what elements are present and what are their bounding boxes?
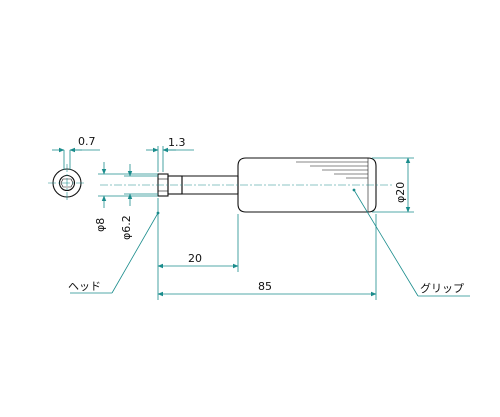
shaft-diameter-label: φ6.2: [120, 215, 133, 240]
head-callout: ヘッド: [68, 280, 101, 293]
length-dimensions: [157, 198, 377, 300]
end-view: [48, 147, 100, 202]
grip-outline: [237, 157, 377, 213]
head-step-label: 1.3: [168, 136, 186, 149]
head-step-dimension: [146, 146, 194, 172]
grip-diameter-label: φ20: [394, 182, 407, 203]
head-diameter-label: φ8: [94, 218, 107, 232]
grip-diameter-dimension: [372, 157, 414, 213]
head-diameter-dimensions: [98, 162, 158, 208]
head-shaft-length-label: 20: [188, 252, 202, 265]
slot-width-label: 0.7: [78, 135, 96, 148]
total-length-label: 85: [258, 280, 272, 293]
grip-callout: グリップ: [420, 281, 464, 295]
leader-lines: [70, 188, 470, 297]
